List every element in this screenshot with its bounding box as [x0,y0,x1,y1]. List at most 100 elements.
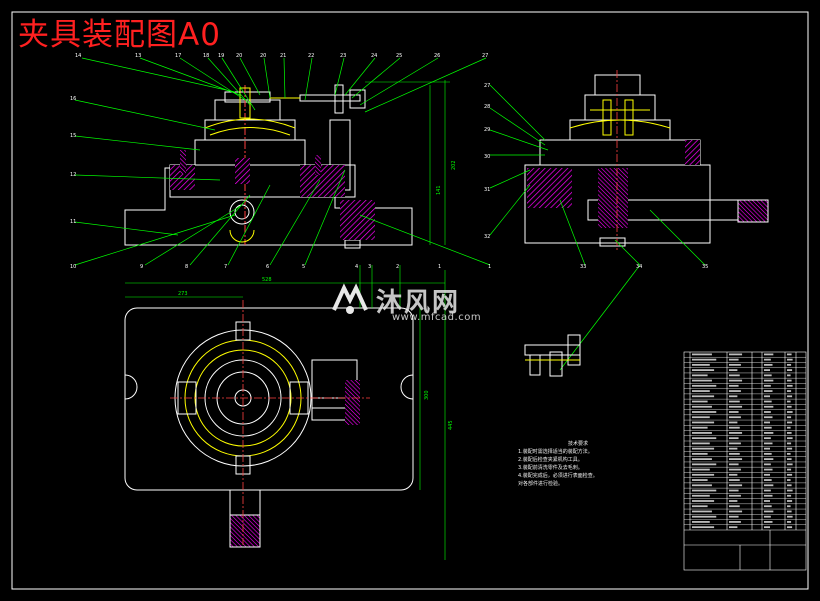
svg-text:1: 1 [438,264,441,270]
svg-text:35: 35 [702,264,708,270]
bom-cell-mark [787,358,793,361]
bom-cell-mark [764,395,770,398]
bom-cell-mark [729,390,741,392]
top-view [124,307,414,516]
svg-text:23: 23 [340,53,346,59]
bom-cell-mark [764,458,774,461]
drawing-title: 夹具装配图A0 [18,17,221,53]
bom-cell-mark [729,432,743,434]
bom-cell-mark [787,494,792,497]
tech-requirements: 技术要求 1.装配时需选择适当的装配方法。 2.装配后检查夹紧机构工具。 3.装… [518,440,658,488]
bom-cell-mark [729,363,741,366]
bom-cell-mark [764,437,771,440]
bom-cell-mark [729,437,739,440]
bom-cell-mark [764,484,774,487]
bom-cell-mark [764,500,770,502]
bom-cell-mark [787,379,792,382]
bom-cell-mark [787,390,792,392]
svg-text:1: 1 [488,264,491,270]
side-view [524,74,739,247]
bom-cell-mark [692,400,708,403]
svg-text:19: 19 [218,53,224,59]
svg-text:14: 14 [75,53,81,59]
bom-cell-mark [692,395,715,398]
bom-cell-mark [764,432,774,434]
bom-cell-mark [787,463,793,466]
side-section-left [527,168,572,208]
bom-cell-mark [787,363,792,366]
bom-cell-mark [692,421,715,424]
dim-height-right: 445 [448,420,454,430]
tech-requirements-heading: 技术要求 [567,441,588,447]
bom-cell-mark [764,416,773,419]
bom-cell-mark [729,521,741,523]
bom-cell-mark [729,489,739,492]
bom-cell-mark [729,515,739,518]
watermark-text: 沐风网 [376,288,461,318]
svg-text:27: 27 [484,83,490,89]
watermark-logo-icon [332,283,368,314]
bom-cell-mark [729,400,740,403]
side-yellow-parts [569,99,671,136]
watermark: 沐风网 www.mfcad.com [330,280,500,330]
bom-cell-mark [729,384,739,387]
svg-text:34: 34 [636,264,642,270]
bom-cell-mark [729,458,743,461]
bom-cell-mark [764,411,771,413]
dim-front-mid: 141 [436,185,442,195]
svg-text:5: 5 [302,264,305,270]
bom-cell-mark [787,374,791,377]
top-view-clamp [345,380,360,425]
bom-cell-mark [787,479,791,481]
bom-cell-mark [764,463,771,466]
bom-cell-mark [692,479,708,481]
bom-cell-mark [729,526,738,529]
bom-cell-mark [787,369,793,372]
bom-cell-mark [787,521,792,523]
bom-cell-mark [729,395,738,398]
bom-cell-mark [692,416,710,419]
front-section-right [300,165,345,197]
detail-view [524,334,581,377]
bom-cell-mark [692,494,710,497]
bom-cell-mark [764,384,771,387]
bom-cell-mark [764,421,770,424]
bom-cell-mark [692,390,710,392]
svg-text:20: 20 [236,53,242,59]
svg-text:24: 24 [371,53,377,59]
bom-cell-mark [729,442,741,445]
bom-cell-mark [764,405,774,408]
bom-cell-mark [787,421,793,424]
svg-text:26: 26 [434,53,440,59]
bom-cell-mark [692,437,717,440]
bom-row-marks [692,353,793,529]
bom-cell-mark [692,458,712,461]
bom-cell-mark [729,358,739,361]
dim-top-half: 273 [178,291,188,297]
tech-requirement-1: 1.装配时需选择适当的装配方法。 [518,449,593,455]
svg-text:29: 29 [484,127,490,133]
bom-cell-mark [764,442,773,445]
bom-cell-mark [764,468,773,471]
watermark-url: www.mfcad.com [392,312,482,323]
bom-cell-mark [729,369,738,372]
bom-cell-mark [787,458,792,461]
svg-text:16: 16 [70,96,76,102]
dim-front-height: 202 [451,160,457,170]
bom-cell-mark [692,510,712,513]
bom-cell-mark [692,515,717,518]
svg-text:11: 11 [70,219,76,225]
bom-table [683,351,807,571]
top-view-axes [170,300,370,545]
bom-cell-mark [692,505,708,508]
bom-cell-mark [692,489,717,492]
svg-text:21: 21 [280,53,286,59]
side-right-block [685,140,700,165]
bom-cell-mark [764,526,770,529]
tech-requirement-2: 2.装配后检查夹紧机构工具。 [518,457,583,463]
bom-cell-mark [787,384,793,387]
bom-cell-mark [787,405,792,408]
svg-text:9: 9 [140,264,143,270]
bom-cell-mark [787,411,793,413]
